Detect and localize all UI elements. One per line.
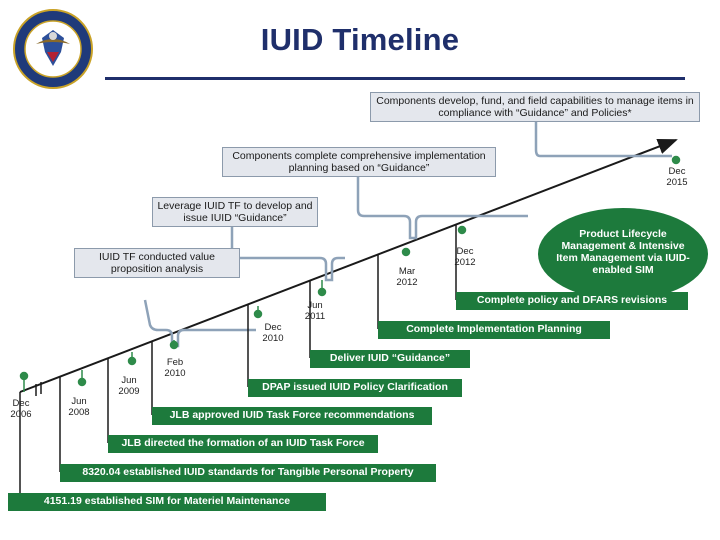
bar-jlb-approved: JLB approved IUID Task Force recommendat…: [152, 407, 432, 425]
bar-4151-19: 4151.19 established SIM for Materiel Mai…: [8, 493, 326, 511]
bar-8320-04: 8320.04 established IUID standards for T…: [60, 464, 436, 482]
date-label: Mar 2012: [396, 266, 418, 288]
title-underline: [105, 77, 685, 80]
page-title: IUID Timeline: [260, 22, 460, 57]
brace-4: [143, 299, 256, 348]
timeline-axis: [19, 138, 678, 393]
date-label: Feb 2010: [164, 357, 186, 379]
date-label: Jun 2009: [118, 375, 140, 397]
marker-dot: [77, 377, 87, 387]
bar-dpap-clarification: DPAP issued IUID Policy Clarification: [248, 379, 462, 397]
date-label: Dec 2012: [454, 246, 476, 268]
bar-jlb-directed: JLB directed the formation of an IUID Ta…: [108, 435, 378, 453]
brace-1: [534, 120, 672, 158]
date-label: Dec 2015: [666, 166, 688, 188]
goal-oval-text: Product Lifecycle Management & Intensive…: [556, 228, 690, 276]
marker-dot: [169, 340, 179, 350]
brace-3: [230, 225, 345, 282]
callout-value-proposition: IUID TF conducted value proposition anal…: [74, 248, 240, 278]
marker-dot: [317, 287, 327, 297]
callout-implementation-planning: Components complete comprehensive implem…: [222, 147, 496, 177]
callout-components-develop: Components develop, fund, and field capa…: [370, 92, 700, 122]
bar-complete-planning: Complete Implementation Planning: [378, 321, 610, 339]
brace-2: [356, 175, 528, 240]
date-label: Jun 2011: [304, 300, 326, 322]
marker-dot: [401, 247, 411, 257]
dod-seal: [12, 8, 94, 95]
marker-dot: [127, 356, 137, 366]
marker-dot: [671, 155, 681, 165]
date-label: Dec 2010: [262, 322, 284, 344]
date-label: Jun 2008: [68, 396, 90, 418]
bar-deliver-guidance: Deliver IUID “Guidance”: [310, 350, 470, 368]
marker-dot: [253, 309, 263, 319]
goal-oval: Product Lifecycle Management & Intensive…: [538, 208, 708, 300]
marker-dot: [457, 225, 467, 235]
date-label: Dec 2006: [10, 398, 32, 420]
marker-dot: [19, 371, 29, 381]
callout-leverage-tf: Leverage IUID TF to develop and issue IU…: [152, 197, 318, 227]
bar-policy-dfars: Complete policy and DFARS revisions: [456, 292, 688, 310]
